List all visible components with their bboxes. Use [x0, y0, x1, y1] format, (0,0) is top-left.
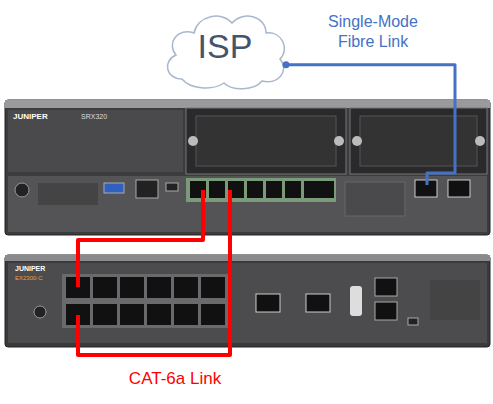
rj45-port [120, 277, 144, 298]
screw [475, 136, 485, 146]
module-slot [350, 108, 487, 174]
rj45-port [147, 277, 171, 298]
rj45-port [93, 277, 117, 298]
rj45-port [318, 181, 334, 198]
led-panel [38, 183, 98, 205]
rj45-port [66, 277, 90, 298]
mgmt-port [375, 278, 397, 296]
rj45-port [120, 304, 144, 325]
brand-logo: JUNIPER [15, 265, 45, 272]
rj45-port [209, 181, 225, 198]
switch-front-panel [8, 263, 487, 343]
mini-usb-port [166, 183, 178, 191]
power-button [15, 183, 29, 197]
sfp-port [448, 180, 470, 197]
vent-grille [345, 182, 405, 216]
rj45-port [304, 181, 320, 198]
rj45-port [228, 181, 244, 198]
switch-ports [62, 274, 228, 328]
mini-usb-port [408, 318, 418, 325]
sfp-port [415, 180, 437, 197]
ethernet-cable [78, 190, 203, 287]
rj45-port [147, 304, 171, 325]
rj45-port [174, 277, 198, 298]
rj45-port [93, 304, 117, 325]
router-device: JUNIPER SRX320 [5, 100, 490, 235]
rj45-port [66, 304, 90, 325]
rj45-port [266, 181, 282, 198]
switch-chassis [5, 255, 490, 347]
led-panel [430, 280, 480, 320]
router-front-panel [8, 176, 487, 232]
fibre-cable [286, 65, 455, 185]
screw [188, 136, 198, 146]
reset-button [34, 306, 46, 318]
sfp-port [256, 294, 280, 312]
cloud-label: ISP [160, 27, 290, 66]
rj45-port [285, 181, 301, 198]
ethernet-ports [186, 178, 336, 202]
rj45-port [174, 304, 198, 325]
router-top-edge [5, 100, 490, 108]
link-label: Single-Mode Fibre Link [308, 12, 438, 52]
port-block [186, 178, 336, 202]
module-slot [186, 108, 346, 174]
screw [334, 136, 344, 146]
usb-port [104, 183, 124, 193]
slot-cover [360, 116, 477, 166]
sfp-port [306, 294, 330, 312]
usb-port [350, 286, 362, 316]
rj45-port [201, 277, 225, 298]
brand-logo: JUNIPER [13, 112, 48, 121]
console-port [375, 302, 397, 320]
rj45-port [247, 181, 263, 198]
slot-cover [196, 116, 336, 166]
ethernet-cable [78, 190, 230, 355]
screw [352, 136, 362, 146]
model-name: EX2300-C [15, 275, 43, 281]
link-label: CAT-6a Link [90, 368, 260, 389]
cloud-node: ISP [160, 5, 290, 93]
switch-top-edge [5, 255, 490, 261]
port-block [62, 274, 228, 328]
rj45-port [190, 181, 206, 198]
switch-device: JUNIPER EX2300-C [5, 255, 490, 347]
router-chassis [5, 100, 490, 235]
model-name: SRX320 [81, 113, 107, 120]
rj45-port [201, 304, 225, 325]
console-port [136, 180, 158, 198]
router-faceplate [8, 110, 183, 172]
